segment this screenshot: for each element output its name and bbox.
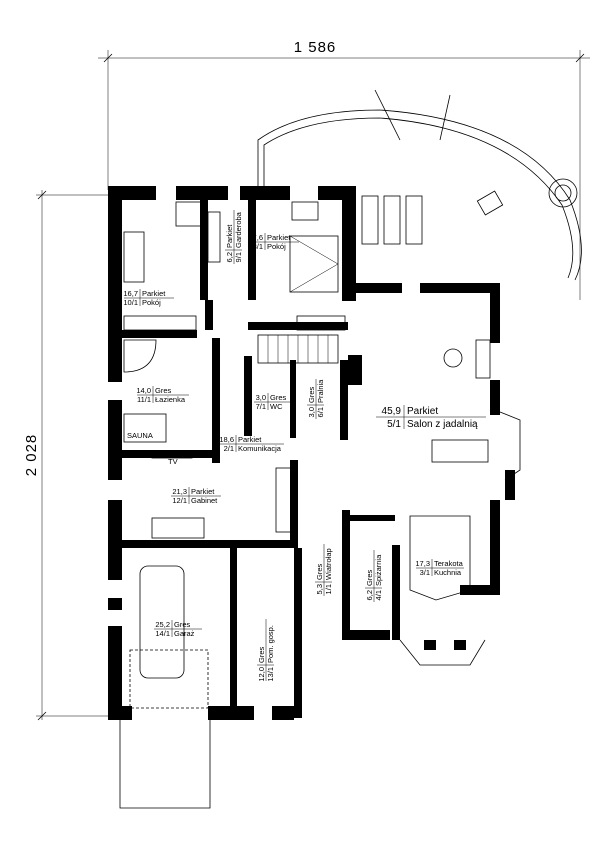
- svg-text:Gres: Gres: [174, 620, 191, 629]
- room-labels: 16,7 Parkiet 10/1 Pokój 6,2 Parkiet 9/1 …: [123, 210, 486, 682]
- svg-text:1/1: 1/1: [324, 584, 333, 594]
- dimension-height: 2 028: [23, 190, 110, 721]
- svg-text:Komunikacja: Komunikacja: [238, 444, 282, 453]
- svg-text:Gres: Gres: [155, 386, 172, 395]
- room-label-pokoj-10: 16,7 Parkiet 10/1 Pokój: [123, 289, 174, 307]
- svg-text:Spiżarnia: Spiżarnia: [374, 554, 383, 586]
- svg-text:12,0: 12,0: [257, 667, 266, 682]
- kitchen-counter: [409, 515, 471, 601]
- svg-text:Parkiet: Parkiet: [407, 406, 438, 417]
- sofa: [151, 517, 205, 539]
- car: [139, 565, 185, 679]
- room-label-pom-gosp: 12,0 Gres 13/1 Pom. gosp.: [257, 619, 275, 682]
- room-label-pralnia: 3,0 Gres 6/1 Pralnia: [307, 379, 325, 419]
- svg-text:7/1: 7/1: [256, 402, 266, 411]
- svg-text:8/1: 8/1: [253, 242, 263, 251]
- stairs: [257, 334, 339, 364]
- svg-text:Pokój: Pokój: [142, 298, 161, 307]
- svg-text:Wiatrołap: Wiatrołap: [324, 548, 333, 580]
- svg-text:5,3: 5,3: [315, 584, 324, 594]
- svg-text:17,3: 17,3: [415, 559, 430, 568]
- svg-text:2/1: 2/1: [224, 444, 234, 453]
- svg-text:Łazienka: Łazienka: [155, 395, 186, 404]
- svg-text:3,0: 3,0: [307, 407, 316, 417]
- svg-text:Parkiet: Parkiet: [191, 487, 215, 496]
- svg-text:Parkiet: Parkiet: [225, 224, 234, 248]
- furniture: SAUNA TV: [119, 201, 491, 809]
- svg-text:Terakota: Terakota: [434, 559, 464, 568]
- svg-text:21,3: 21,3: [172, 487, 187, 496]
- sauna: [123, 413, 167, 443]
- wardrobe: [123, 315, 197, 331]
- bay-windows: [399, 411, 521, 666]
- svg-text:14/1: 14/1: [155, 629, 170, 638]
- room-label-wc: 3,0 Gres 7/1 WC: [254, 393, 290, 411]
- svg-text:45,9: 45,9: [382, 406, 402, 417]
- svg-text:Gres: Gres: [270, 393, 287, 402]
- svg-text:Pokój: Pokój: [267, 242, 286, 251]
- sauna-label: SAUNA: [127, 431, 153, 440]
- svg-text:Gres: Gres: [307, 386, 316, 403]
- room-label-kuchnia: 17,3 Terakota 3/1 Kuchnia: [415, 559, 464, 577]
- room-label-garderoba: 6,2 Parkiet 9/1 Garderoba: [225, 210, 243, 264]
- svg-text:Garaż: Garaż: [174, 629, 195, 638]
- svg-text:Salon z jadalnią: Salon z jadalnią: [407, 419, 478, 430]
- svg-text:Gabinet: Gabinet: [191, 496, 218, 505]
- svg-text:Gres: Gres: [315, 563, 324, 580]
- svg-text:Garderoba: Garderoba: [234, 211, 243, 248]
- corner-bath: [123, 339, 157, 373]
- svg-text:4/1: 4/1: [374, 590, 383, 600]
- svg-text:Parkiet: Parkiet: [267, 233, 291, 242]
- svg-text:3/1: 3/1: [420, 568, 430, 577]
- height-dimension-text: 2 028: [23, 434, 40, 477]
- svg-text:Parkiet: Parkiet: [142, 289, 166, 298]
- tv-label: TV: [168, 457, 178, 466]
- svg-text:12/1: 12/1: [172, 496, 187, 505]
- svg-text:Pom. gosp.: Pom. gosp.: [266, 625, 275, 663]
- dimension-width: 1 586: [98, 39, 590, 300]
- room-label-spizarnia: 6,2 Gres 4/1 Spiżarnia: [365, 550, 383, 602]
- room-label-wiatrolap: 5,3 Gres 1/1 Wiatrołap: [315, 544, 333, 596]
- room-label-salon: 45,9 Parkiet 5/1 Salon z jadalnią: [376, 405, 486, 430]
- room-label-lazienka: 14,0 Gres 11/1 Łazienka: [136, 386, 189, 404]
- terrace: [257, 89, 582, 281]
- width-dimension-text: 1 586: [294, 39, 337, 56]
- bookshelf: [275, 467, 297, 533]
- dining-table: [431, 439, 489, 463]
- svg-text:11/1: 11/1: [137, 395, 151, 404]
- svg-text:6/1: 6/1: [316, 407, 325, 417]
- svg-text:Gres: Gres: [365, 569, 374, 586]
- sofa: [123, 231, 145, 283]
- svg-text:9/1: 9/1: [234, 252, 243, 262]
- room-label-pokoj-8: 17,6 Parkiet 8/1 Pokój: [248, 233, 299, 251]
- svg-text:6,2: 6,2: [365, 590, 374, 600]
- svg-text:13/1: 13/1: [266, 667, 275, 682]
- svg-text:6,2: 6,2: [225, 252, 234, 262]
- svg-text:Kuchnia: Kuchnia: [434, 568, 462, 577]
- svg-text:16,7: 16,7: [123, 289, 138, 298]
- room-label-gabinet: 21,3 Parkiet 12/1 Gabinet: [171, 487, 221, 505]
- svg-text:Parkiet: Parkiet: [238, 435, 262, 444]
- svg-text:Gres: Gres: [257, 646, 266, 663]
- svg-text:25,2: 25,2: [155, 620, 170, 629]
- bed: [289, 235, 339, 293]
- room-label-komunikacja: 18,6 Parkiet 2/1 Komunikacja: [219, 435, 284, 453]
- svg-text:14,0: 14,0: [136, 386, 151, 395]
- svg-text:3,0: 3,0: [256, 393, 266, 402]
- svg-text:18,6: 18,6: [219, 435, 234, 444]
- room-label-garaz: 25,2 Gres 14/1 Garaż: [154, 620, 202, 638]
- svg-text:10/1: 10/1: [123, 298, 138, 307]
- sunbeds: [361, 195, 423, 245]
- svg-text:Pralnia: Pralnia: [316, 379, 325, 403]
- walls: [108, 186, 515, 720]
- svg-text:5/1: 5/1: [387, 419, 401, 430]
- desk: [175, 201, 203, 227]
- svg-text:WC: WC: [270, 402, 283, 411]
- svg-text:17,6: 17,6: [248, 233, 263, 242]
